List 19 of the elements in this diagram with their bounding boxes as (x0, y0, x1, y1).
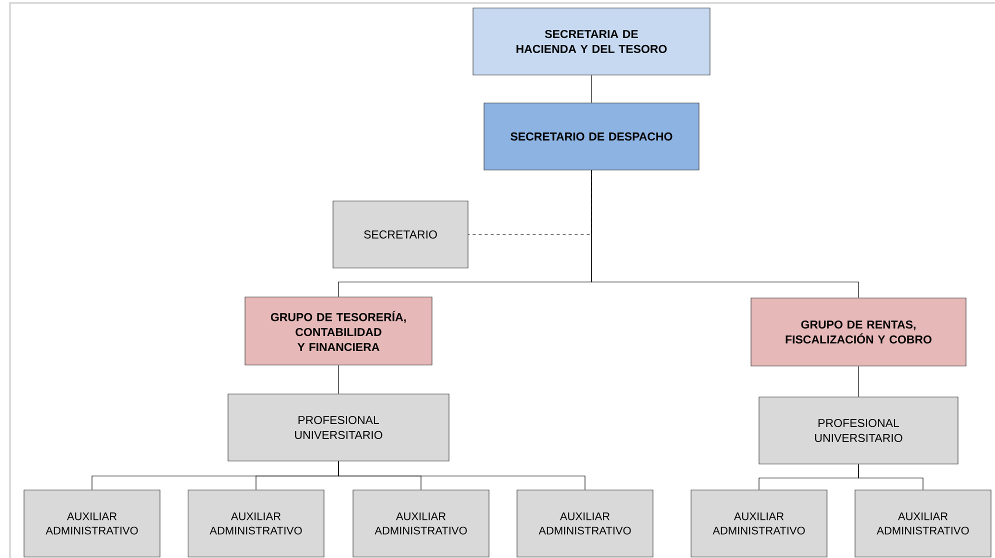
position-box: AUXILIAR ADMINISTRATIVO (24, 490, 160, 558)
position-box: AUXILIAR ADMINISTRATIVO (188, 490, 324, 558)
connector-line (858, 366, 859, 397)
position-box: PROFESIONAL UNIVERSITARIO (758, 396, 958, 464)
position-box: AUXILIAR ADMINISTRATIVO (352, 490, 490, 558)
unit-box: GRUPO DE RENTAS, FISCALIZACIÓN Y COBRO (750, 298, 966, 366)
position-box: SECRETARIO (332, 200, 468, 268)
connector-line (858, 464, 924, 490)
connector-line (338, 461, 586, 490)
position-box: PROFESIONAL UNIVERSITARIO (228, 394, 450, 462)
unit-box: GRUPO DE TESORERÍA, CONTABILIDAD Y FINANCIERA (244, 296, 432, 366)
position-box: AUXILIAR ADMINISTRATIVO (690, 490, 828, 558)
position-box: AUXILIAR ADMINISTRATIVO (854, 490, 992, 558)
position-box: AUXILIAR ADMINISTRATIVO (516, 490, 654, 558)
connector-line (591, 75, 592, 103)
unit-box: SECRETARIO DE DESPACHO (484, 102, 700, 170)
connector-line (338, 365, 339, 394)
connector-line (591, 170, 859, 298)
unit-box: SECRETARIA DE HACIENDA Y DEL TESORO (472, 8, 710, 76)
